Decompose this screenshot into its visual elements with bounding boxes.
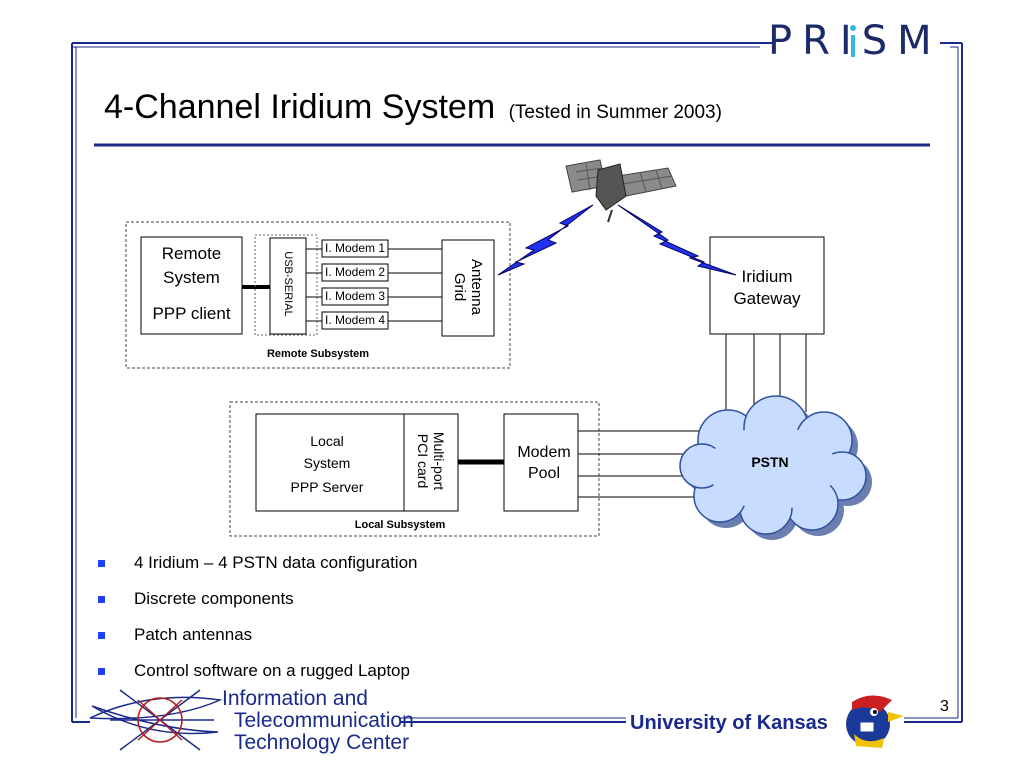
local-system-box [255, 413, 405, 512]
bullet-square-icon [98, 668, 105, 675]
modem-label-3: I. Modem 3 [324, 289, 386, 303]
antenna-grid-box [441, 239, 495, 337]
multiport-line1: Multi-port [431, 431, 447, 491]
ittc-logo-icon [89, 689, 223, 751]
slide-frame [71, 42, 963, 723]
iridium-gateway-label: Iridium Gateway [710, 266, 824, 310]
remote-system-box [140, 236, 243, 335]
pstn-cloud-icon [679, 395, 872, 540]
multiport-line2: PCI card [415, 433, 431, 489]
antenna-grid-label: Antenna Grid [451, 239, 485, 335]
remote-system-label: Remote System PPP client [141, 242, 242, 326]
remote-subsystem-label: Remote Subsystem [266, 348, 370, 360]
remote-system-line3: PPP client [152, 304, 231, 323]
bullet-item: Patch antennas [98, 624, 417, 660]
satellite-icon [565, 159, 677, 223]
local-system-line2: System [303, 455, 351, 471]
iridium-gateway-box [709, 236, 825, 335]
bullet-text: Discrete components [134, 589, 294, 608]
antenna-grid-line2: Grid [451, 272, 468, 302]
prism-logo-icon [760, 25, 950, 57]
local-system-label: Local System PPP Server [256, 430, 398, 498]
modem-pool-box [503, 413, 579, 512]
bullet-item: Discrete components [98, 588, 417, 624]
jayhawk-mascot-icon [846, 695, 904, 748]
bullet-square-icon [98, 560, 105, 567]
usb-serial-box [269, 237, 307, 335]
slide-title: 4-Channel Iridium System (Tested in Summ… [104, 88, 722, 127]
modem-label-4: I. Modem 4 [324, 313, 386, 327]
ittc-logo-text: Information and Telecommunication Techno… [222, 688, 414, 754]
local-subsystem-box [229, 401, 600, 537]
remote-system-line2: System [163, 268, 220, 287]
local-system-line3: PPP Server [290, 479, 364, 495]
pstn-label: PSTN [751, 454, 789, 470]
bullet-square-icon [98, 596, 105, 603]
usb-serial-area [254, 234, 318, 336]
modem-box-1 [321, 239, 389, 258]
bullet-list: 4 Iridium – 4 PSTN data configuration Di… [98, 552, 417, 696]
local-system-line1: Local [310, 433, 344, 449]
university-name: University of Kansas [630, 712, 828, 734]
modem-pool-line1: Modem [517, 444, 571, 461]
bullet-text: Patch antennas [134, 625, 253, 644]
title-subtitle: (Tested in Summer 2003) [508, 102, 722, 123]
iridium-gateway-line2: Gateway [733, 289, 801, 308]
bullet-text: Control software on a rugged Laptop [134, 661, 410, 680]
usb-serial-label: USB-SERIAL [282, 251, 294, 317]
remote-subsystem-box [125, 221, 511, 369]
modempool-pstn-lines [578, 430, 700, 498]
title-main: 4-Channel Iridium System [104, 88, 496, 126]
bullet-item: Control software on a rugged Laptop [98, 660, 417, 696]
modem-label-1: I. Modem 1 [324, 241, 386, 255]
ittc-line-1: Information and [222, 687, 368, 710]
modem-box-2 [321, 263, 389, 282]
downlink-lightning-icon [617, 204, 737, 276]
remote-system-line1: Remote [161, 244, 222, 263]
modem-box-4 [321, 311, 389, 330]
local-subsystem-label: Local Subsystem [354, 519, 446, 531]
ittc-line-3: Technology Center [234, 731, 410, 754]
antenna-grid-line1: Antenna [468, 259, 485, 315]
bullet-item: 4 Iridium – 4 PSTN data configuration [98, 552, 417, 588]
prism-logo: PRISM [768, 18, 942, 64]
uplink-lightning-icon [497, 204, 594, 276]
bullet-square-icon [98, 632, 105, 639]
page-number: 3 [940, 698, 949, 715]
modem-connectors [306, 248, 442, 322]
multiport-box [403, 413, 459, 512]
modem-pool-label: Modem Pool [504, 442, 584, 484]
multiport-label: Multi-port PCI card [415, 413, 447, 509]
bullet-text: 4 Iridium – 4 PSTN data configuration [134, 553, 418, 572]
iridium-gateway-line1: Iridium [741, 267, 793, 286]
modem-box-3 [321, 287, 389, 306]
modem-label-2: I. Modem 2 [324, 265, 386, 279]
modem-pool-line2: Pool [527, 465, 561, 482]
ittc-line-2: Telecommunication [234, 709, 414, 732]
